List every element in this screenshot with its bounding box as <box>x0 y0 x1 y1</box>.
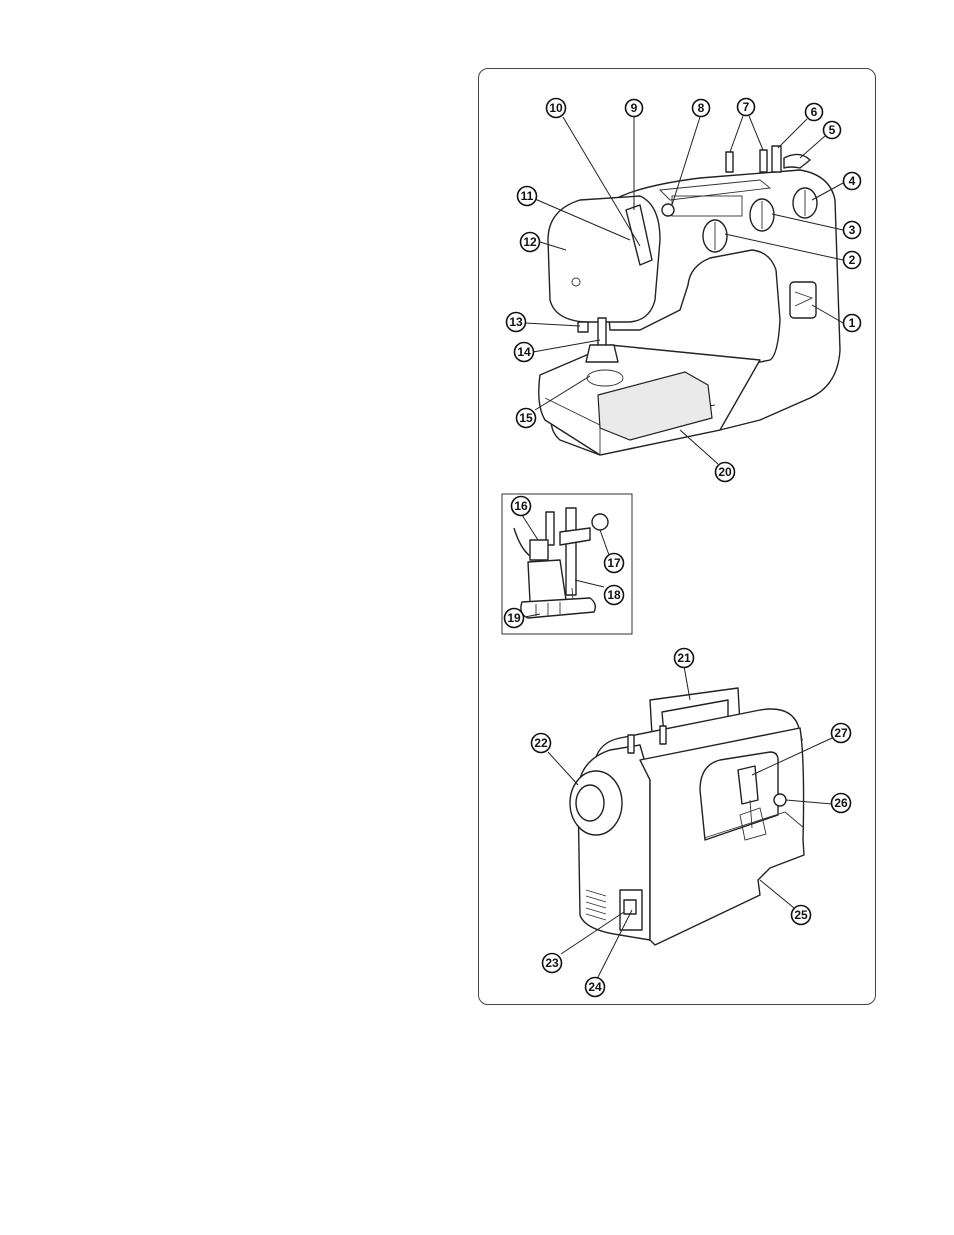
callout-13: 13 <box>507 313 526 332</box>
callout-4-label: 4 <box>849 174 856 188</box>
callout-25: 25 <box>792 906 811 925</box>
callout-3: 3 <box>844 222 861 239</box>
callout-9-label: 9 <box>631 101 638 115</box>
callout-13-label: 13 <box>509 315 523 329</box>
callout-5-label: 5 <box>829 123 836 137</box>
callout-24: 24 <box>586 978 605 997</box>
callout-27: 27 <box>832 724 851 743</box>
callout-12-label: 12 <box>523 235 537 249</box>
callout-8-label: 8 <box>698 101 705 115</box>
callout-22: 22 <box>532 734 551 753</box>
callout-21: 21 <box>675 649 694 668</box>
callout-8: 8 <box>693 100 710 117</box>
callout-15: 15 <box>517 409 536 428</box>
callout-20-label: 20 <box>718 465 732 479</box>
callout-17: 17 <box>605 554 624 573</box>
callout-19: 19 <box>505 609 524 628</box>
callout-11-label: 11 <box>521 189 534 203</box>
callout-10: 10 <box>547 99 566 118</box>
callout-3-label: 3 <box>849 223 856 237</box>
callout-9: 9 <box>626 100 643 117</box>
callout-17-label: 17 <box>607 556 621 570</box>
callout-14: 14 <box>515 343 534 362</box>
callout-11: 11 <box>518 187 537 206</box>
callout-1-label: 1 <box>849 316 856 330</box>
callout-10-label: 10 <box>549 101 563 115</box>
callout-18: 18 <box>605 586 624 605</box>
callout-2: 2 <box>844 252 861 269</box>
callout-7: 7 <box>738 99 755 116</box>
callout-25-label: 25 <box>794 908 808 922</box>
callout-6: 6 <box>806 104 823 121</box>
callout-26: 26 <box>832 794 851 813</box>
callout-19-label: 19 <box>507 611 521 625</box>
callout-6-label: 6 <box>811 105 818 119</box>
callout-27-label: 27 <box>834 726 848 740</box>
callout-5: 5 <box>824 122 841 139</box>
callout-22-label: 22 <box>534 736 548 750</box>
callout-15-label: 15 <box>519 411 533 425</box>
callout-16-label: 16 <box>514 499 528 513</box>
callout-12: 12 <box>521 233 540 252</box>
callout-18-label: 18 <box>607 588 621 602</box>
callout-4: 4 <box>844 173 861 190</box>
callout-24-label: 24 <box>588 980 602 994</box>
callout-14-label: 14 <box>517 345 531 359</box>
callout-1: 1 <box>844 315 861 332</box>
callout-16: 16 <box>512 497 531 516</box>
callout-2-label: 2 <box>849 253 856 267</box>
callout-23: 23 <box>543 954 562 973</box>
callout-21-label: 21 <box>677 651 691 665</box>
callout-20: 20 <box>716 463 735 482</box>
front-view-illustration <box>539 146 840 455</box>
callout-26-label: 26 <box>834 796 848 810</box>
callout-23-label: 23 <box>545 956 559 970</box>
callout-7-label: 7 <box>743 100 750 114</box>
rear-view-illustration <box>570 688 804 945</box>
